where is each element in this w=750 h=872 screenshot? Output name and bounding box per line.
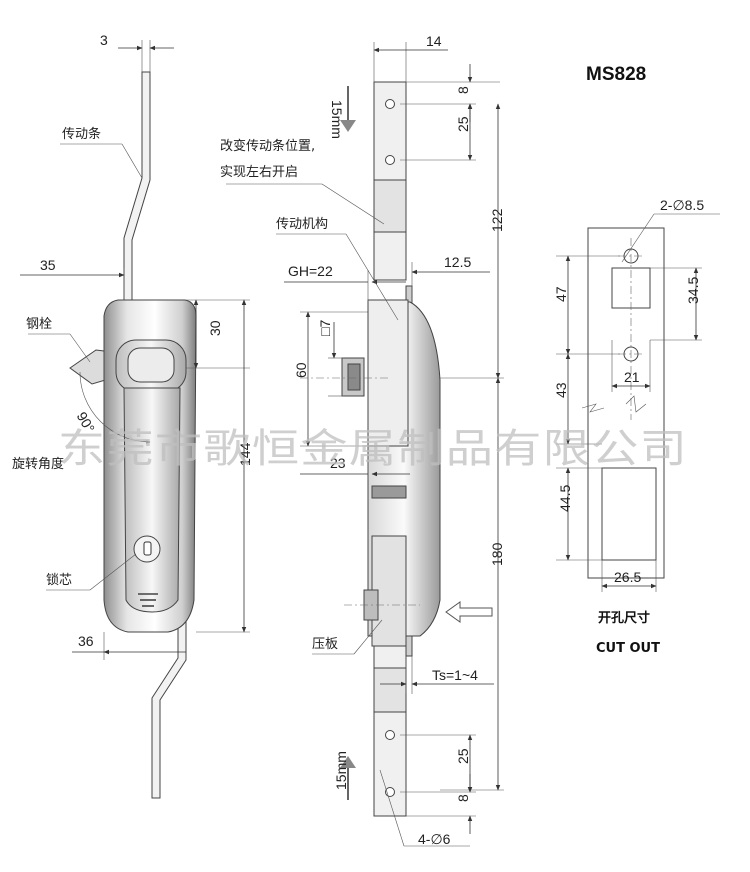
strip-bottom — [373, 629, 407, 817]
label-steel-bolt: 钢栓 — [26, 317, 52, 332]
dim-8-top: 8 — [455, 86, 471, 94]
dim-44-5: 44.5 — [557, 485, 573, 512]
label-pressure-plate: 压板 — [312, 637, 338, 652]
handle-lever — [123, 387, 181, 613]
dim-43: 43 — [553, 382, 569, 398]
dim-2-holes: 2-∅8.5 — [660, 197, 704, 213]
square-key-knob — [341, 357, 365, 397]
label-cutout-en: CUT OUT — [596, 641, 660, 656]
dim-36: 36 — [78, 633, 94, 649]
dim-60: 60 — [293, 362, 309, 378]
dim-30: 30 — [207, 320, 223, 336]
dim-25-top: 25 — [455, 116, 471, 132]
model-title: MS828 — [586, 64, 646, 85]
dim-21: 21 — [624, 369, 640, 385]
dim-12-5: 12.5 — [444, 254, 471, 270]
dim-8-bottom: 8 — [455, 794, 471, 802]
arrow-15mm-top: 15mm — [329, 86, 356, 139]
label-mechanism: 传动机构 — [276, 217, 328, 232]
label-change-line2: 实现左右开启 — [220, 165, 298, 180]
dim-23: 23 — [330, 455, 346, 471]
dim-gh22: GH=22 — [288, 263, 333, 279]
cutout-window-lower — [601, 467, 657, 561]
press-arrow — [445, 601, 493, 623]
dim-sq7: □7 — [317, 320, 333, 336]
label-cutout-cn: 开孔尺寸 — [598, 610, 650, 626]
svg-text:15mm: 15mm — [333, 751, 349, 790]
dim-144: 144 — [237, 442, 253, 466]
label-rotation-angle: 旋转角度 — [12, 456, 64, 472]
dim-14: 14 — [426, 33, 442, 49]
dim-34-5: 34.5 — [685, 277, 701, 304]
svg-text:15mm: 15mm — [329, 100, 345, 139]
drive-bar-bottom — [151, 619, 187, 799]
arrow-15mm-bottom: 15mm — [333, 751, 356, 800]
dim-122: 122 — [489, 208, 505, 232]
drive-bar-top — [123, 71, 151, 301]
grip-lines — [138, 593, 158, 607]
dim-ts: Ts=1~4 — [432, 667, 478, 683]
dim-26-5: 26.5 — [614, 569, 641, 585]
label-drive-bar: 传动条 — [62, 126, 101, 142]
dim-47: 47 — [553, 286, 569, 302]
dim-35: 35 — [40, 257, 56, 273]
cutout-view: 2-∅8.5 47 34.5 21 43 44.5 26.5 开孔尺寸 CUT … — [553, 197, 720, 656]
dim-180: 180 — [489, 542, 505, 566]
dim-3: 3 — [100, 32, 108, 48]
label-change-line1: 改变传动条位置, — [220, 138, 315, 154]
side-view: 15mm 15mm 14 8 25 122 GH=22 — [220, 33, 505, 847]
watermark-text: 东莞市歌恒金属制品有限公司 — [58, 426, 688, 472]
dim-4-holes: 4-∅6 — [418, 831, 451, 847]
front-view: 90° 3 35 30 144 36 传动条 钢栓 旋转角度 — [12, 32, 253, 799]
label-lock-core: 锁芯 — [46, 572, 72, 588]
dim-25-bottom: 25 — [455, 748, 471, 764]
